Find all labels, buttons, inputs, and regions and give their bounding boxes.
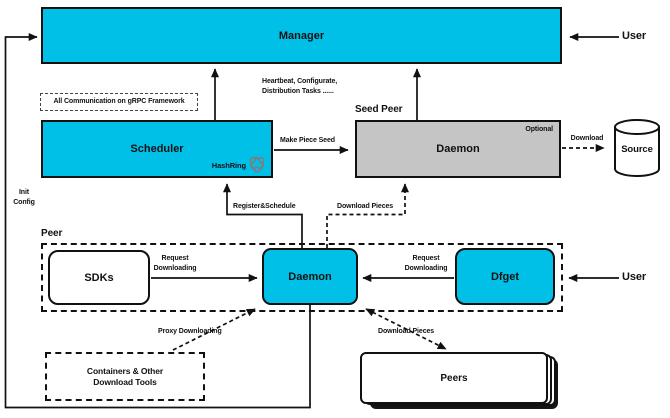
- containers-line2: Download Tools: [93, 376, 157, 387]
- scheduler-label: Scheduler: [130, 143, 184, 155]
- dfget-label: Dfget: [490, 270, 520, 283]
- request-downloading-right-label: Request Downloading: [397, 254, 455, 273]
- request-left-line2: Downloading: [153, 264, 197, 272]
- init-config-line2: Config: [13, 198, 35, 206]
- manager-label: Manager: [278, 29, 325, 42]
- containers-line1: Containers & Other: [86, 365, 164, 376]
- download-source-label: Download: [570, 135, 604, 142]
- request-right-line1: Request: [412, 255, 440, 262]
- peers-node: Peers: [360, 352, 548, 404]
- download-pieces-seed-label: Download Pieces: [337, 203, 394, 210]
- heartbeat-note: Heartbeat, Configurate, Distribution Tas…: [262, 77, 337, 96]
- peer-daemon-node: Daemon: [262, 248, 358, 305]
- edge-register-schedule: [223, 183, 303, 248]
- peer-daemon-label: Daemon: [288, 270, 332, 283]
- request-left-line1: Request: [161, 255, 189, 262]
- optional-label: Optional: [525, 126, 553, 133]
- scheduler-node: Scheduler HashRing: [41, 120, 273, 178]
- sdks-node: SDKs: [48, 250, 150, 305]
- heartbeat-line1: Heartbeat, Configurate,: [262, 78, 338, 85]
- peer-section-label: Peer: [41, 228, 63, 239]
- user-top-label: User: [622, 30, 647, 42]
- dfget-node: Dfget: [455, 248, 555, 305]
- proxy-downloading-label: Proxy Downloading: [158, 328, 222, 335]
- containers-node: Containers & Other Download Tools: [45, 352, 205, 401]
- seed-peer-daemon-node: Daemon Optional: [355, 120, 561, 178]
- hashring-label: HashRing: [211, 161, 246, 170]
- request-downloading-left-label: Request Downloading: [146, 254, 204, 273]
- source-label: Source: [621, 144, 653, 155]
- seed-peer-daemon-label: Daemon: [436, 143, 480, 155]
- make-piece-seed-label: Make Piece Seed: [280, 137, 335, 144]
- sdks-label: SDKs: [84, 271, 114, 284]
- seed-peer-section-label: Seed Peer: [355, 104, 403, 115]
- init-config-label: Init Config: [7, 188, 41, 207]
- source-node: Source: [612, 118, 662, 178]
- request-right-line2: Downloading: [404, 264, 448, 272]
- init-config-line1: Init: [18, 189, 30, 196]
- manager-node: Manager: [41, 7, 562, 64]
- peers-label: Peers: [440, 372, 468, 384]
- heartbeat-line2: Distribution Tasks ......: [262, 87, 334, 95]
- grpc-note-box: All Communication on gRPC Framework: [40, 93, 198, 111]
- cylinder-icon: [614, 119, 660, 177]
- grpc-note-label: All Communication on gRPC Framework: [53, 98, 185, 106]
- user-bottom-label: User: [622, 271, 647, 283]
- hashring-icon: [249, 156, 265, 173]
- edge-download-pieces-seed: [326, 183, 409, 248]
- download-pieces-peers-label: Download Pieces: [378, 328, 435, 335]
- register-schedule-label: Register&Schedule: [233, 203, 296, 210]
